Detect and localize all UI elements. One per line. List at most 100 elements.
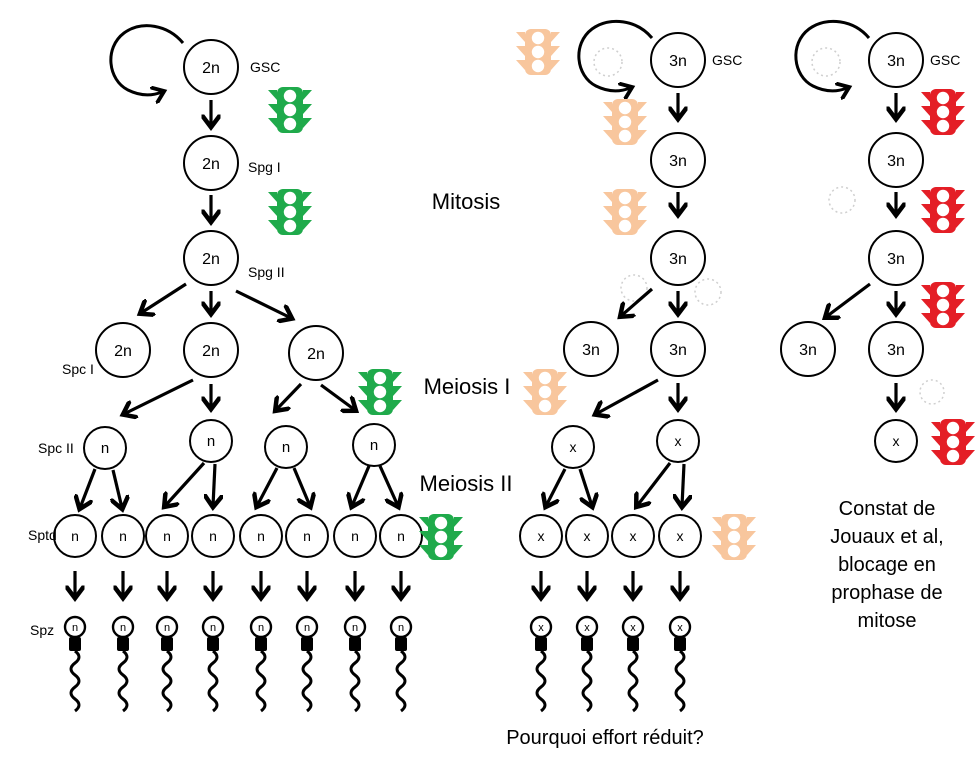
faded-cell-outline xyxy=(620,274,648,302)
spermatid-cell: n xyxy=(379,514,423,558)
arrow xyxy=(141,282,187,313)
faded-cell-outline xyxy=(811,47,841,77)
traffic-light-icon xyxy=(921,187,965,233)
spermatozoon-icon: n xyxy=(249,615,273,713)
spc1-cell: 2n xyxy=(95,322,151,378)
cell-ploidy-label: n xyxy=(209,528,217,544)
flagellum xyxy=(69,649,81,713)
note-line: Constat de xyxy=(839,498,936,520)
question-caption: Pourquoi effort réduit? xyxy=(506,727,704,749)
stage-label-spc2: Spc II xyxy=(38,440,74,456)
cell-ploidy-label: x xyxy=(675,433,682,449)
cell-ploidy-label: n xyxy=(257,528,265,544)
midpiece xyxy=(674,637,686,651)
spc2-cell: n xyxy=(83,426,127,470)
arrow xyxy=(637,462,672,506)
spermatozoon-icon: n xyxy=(343,615,367,713)
phase-label-mitosis: Mitosis xyxy=(432,189,500,214)
traffic-light-icon xyxy=(268,189,312,235)
arrow xyxy=(113,469,122,508)
cell-ploidy-label: x xyxy=(538,528,545,544)
spg2-cell: 3n xyxy=(650,230,706,286)
arrow xyxy=(213,463,215,506)
cell-ploidy-label: 3n xyxy=(887,342,905,359)
spermatid-cell: n xyxy=(53,514,97,558)
cell-ploidy-label: n xyxy=(72,622,78,634)
traffic-light-icon xyxy=(921,89,965,135)
midpiece xyxy=(207,637,219,651)
arrow xyxy=(235,289,291,318)
spermatozoon-icon: x xyxy=(529,615,553,713)
traffic-light-icon xyxy=(523,369,567,415)
self-renewal-arrow-icon xyxy=(794,19,871,90)
cell-ploidy-label: n xyxy=(120,622,126,634)
gsc-cell: 3n xyxy=(868,32,924,88)
cell-ploidy-label: 3n xyxy=(799,342,817,359)
self-renewal-arrow-icon xyxy=(109,24,185,95)
flagellum xyxy=(255,649,267,713)
cell-ploidy-label: n xyxy=(163,528,171,544)
spermatozoon-icon: x xyxy=(668,615,692,713)
arrow xyxy=(124,378,194,414)
spc1-cell: 3n xyxy=(563,321,619,377)
cell-ploidy-label: 2n xyxy=(202,343,220,360)
spermatozoon-icon: x xyxy=(621,615,645,713)
meiosis2-arrows xyxy=(80,461,398,508)
traffic-lights xyxy=(268,29,975,560)
flagellum xyxy=(161,649,173,713)
note-line: blocage en xyxy=(838,554,936,576)
self-renewal-arrow-icon xyxy=(577,19,654,90)
cell-ploidy-label: x xyxy=(584,622,590,634)
flagellum xyxy=(117,649,129,713)
faded-cell-outline xyxy=(593,47,623,77)
flagellum xyxy=(674,649,686,713)
cell-ploidy-label: 3n xyxy=(669,342,687,359)
spermatozoon-icon: n xyxy=(201,615,225,713)
arrow xyxy=(578,468,592,506)
traffic-light-icon xyxy=(268,87,312,133)
flagellum xyxy=(535,649,547,713)
stage-label-spz: Spz xyxy=(30,622,54,638)
flagellum xyxy=(627,649,639,713)
observation-note: Constat de Jouaux et al, blocage en prop… xyxy=(830,498,943,632)
spermatid-cell: n xyxy=(285,514,329,558)
cell-ploidy-label: n xyxy=(258,622,264,634)
arrow xyxy=(546,468,567,506)
arrow xyxy=(257,467,279,506)
meiosis2-arrows xyxy=(546,462,684,506)
arrow xyxy=(352,465,371,506)
spermatid-cell: x xyxy=(519,514,563,558)
cell-ploidy-label: 3n xyxy=(887,53,905,70)
note-line: prophase de xyxy=(831,582,942,604)
spc2-cell: x xyxy=(656,419,700,463)
stage-label-spg1: Spg I xyxy=(248,159,281,175)
cell-ploidy-label: 3n xyxy=(669,251,687,268)
spermatid-cell: x xyxy=(611,514,655,558)
spermatozoon-icon: x xyxy=(575,615,599,713)
spermatid-cell: x xyxy=(565,514,609,558)
spc2-cell: n xyxy=(264,425,308,469)
cell-ploidy-label: n xyxy=(282,439,290,456)
stage-label-gsc: GSC xyxy=(712,52,742,68)
spg1-cell: 3n xyxy=(868,132,924,188)
midpiece xyxy=(161,637,173,651)
midpiece xyxy=(581,637,593,651)
cell-ploidy-label: 2n xyxy=(202,60,220,77)
cell-ploidy-label: n xyxy=(352,622,358,634)
traffic-light-icon xyxy=(419,514,463,560)
triploid-lineage-meiosis: 3n GSC 3n 3n 3n 3n x xyxy=(519,19,742,713)
cell-ploidy-label: 2n xyxy=(202,251,220,268)
spermatid-cell: n xyxy=(239,514,283,558)
cell-ploidy-label: n xyxy=(304,622,310,634)
spermatozoon-icon: n xyxy=(111,615,135,713)
spg2-cell: 3n xyxy=(868,230,924,286)
flagellum xyxy=(349,649,361,713)
flagellum xyxy=(301,649,313,713)
traffic-light-icon xyxy=(516,29,560,75)
cell-ploidy-label: x xyxy=(584,528,591,544)
cell-ploidy-label: x xyxy=(677,622,683,634)
